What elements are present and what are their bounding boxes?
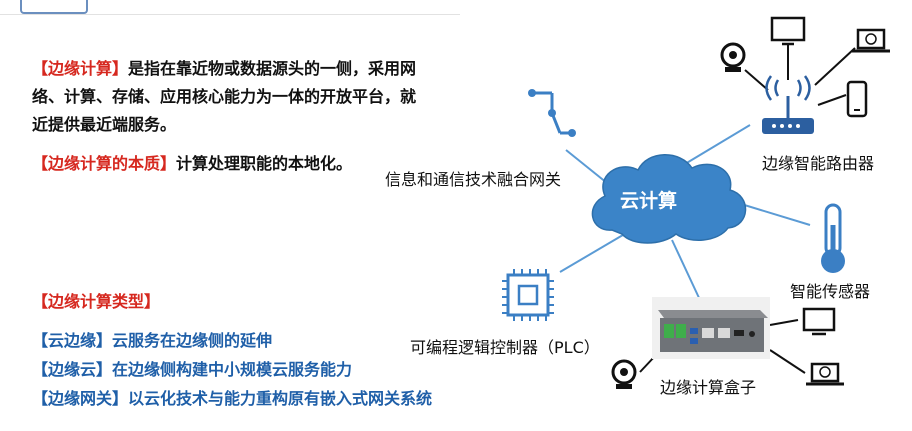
essence-title: 【边缘计算的本质】: [32, 154, 177, 173]
edge-box-label: 边缘计算盒子: [660, 378, 757, 397]
types-title: 【边缘计算类型】: [32, 292, 161, 311]
top-frame-decoration: [20, 0, 88, 14]
camera-icon: [611, 359, 637, 389]
definition-line-2: 络、计算、存储、应用核心能力为一体的开放平台，就: [32, 87, 417, 106]
thermometer-icon: [821, 203, 845, 273]
link-laptop-router: [814, 47, 856, 86]
gateway-icon: [528, 89, 576, 137]
gateway-label: 信息和通信技术融合网关: [385, 170, 562, 189]
laptop-icon: [852, 28, 890, 53]
link-box-monitor: [769, 319, 799, 326]
link-camera-router: [744, 69, 769, 91]
cloud-shape: [591, 154, 747, 244]
cloud-computing-label: 云计算: [620, 190, 678, 212]
link-phone-router: [817, 94, 847, 106]
type-tag: 【边缘网关】: [32, 389, 129, 408]
link-box-laptop: [769, 349, 806, 374]
type-desc: 在边缘侧构建中小规模云服务能力: [112, 360, 353, 379]
router-label: 边缘智能路由器: [762, 154, 875, 173]
monitor-icon: [770, 16, 806, 46]
type-desc: 以云化技术与能力重构原有嵌入式网关系统: [128, 389, 433, 408]
type-item-edge-cloud: 【边缘云】在边缘侧构建中小规模云服务能力: [32, 356, 352, 380]
type-item-edge-gateway: 【边缘网关】以云化技术与能力重构原有嵌入式网关系统: [32, 385, 432, 409]
link-box: [671, 239, 701, 301]
edge-box-icon: [652, 297, 770, 359]
sensor-label: 智能传感器: [790, 282, 871, 301]
top-divider: [0, 0, 460, 15]
camera-icon: [720, 42, 746, 72]
definition-line-1: 是指在靠近物或数据源头的一侧，采用网: [128, 59, 417, 78]
laptop-icon: [806, 362, 844, 386]
chip-icon: [502, 269, 554, 321]
type-tag: 【边缘云】: [32, 360, 113, 379]
definition-title: 【边缘计算】: [32, 59, 129, 78]
definition-line-3: 近提供最近端服务。: [32, 115, 177, 134]
plc-label: 可编程逻辑控制器（PLC）: [410, 338, 600, 357]
router-icon: [762, 75, 814, 134]
type-tag: 【云边缘】: [32, 331, 113, 350]
link-router: [679, 124, 751, 168]
phone-icon: [846, 80, 868, 118]
link-plc: [559, 231, 629, 273]
type-desc: 云服务在边缘侧的延伸: [112, 331, 273, 350]
link-gateway: [565, 149, 608, 184]
essence-text: 计算处理职能的本地化。: [176, 154, 353, 173]
type-item-cloud-edge: 【云边缘】云服务在边缘侧的延伸: [32, 327, 272, 351]
definition-paragraph: 【边缘计算】是指在靠近物或数据源头的一侧，采用网 络、计算、存储、应用核心能力为…: [32, 55, 482, 139]
essence-line: 【边缘计算的本质】计算处理职能的本地化。: [32, 150, 352, 174]
monitor-icon: [802, 307, 836, 336]
